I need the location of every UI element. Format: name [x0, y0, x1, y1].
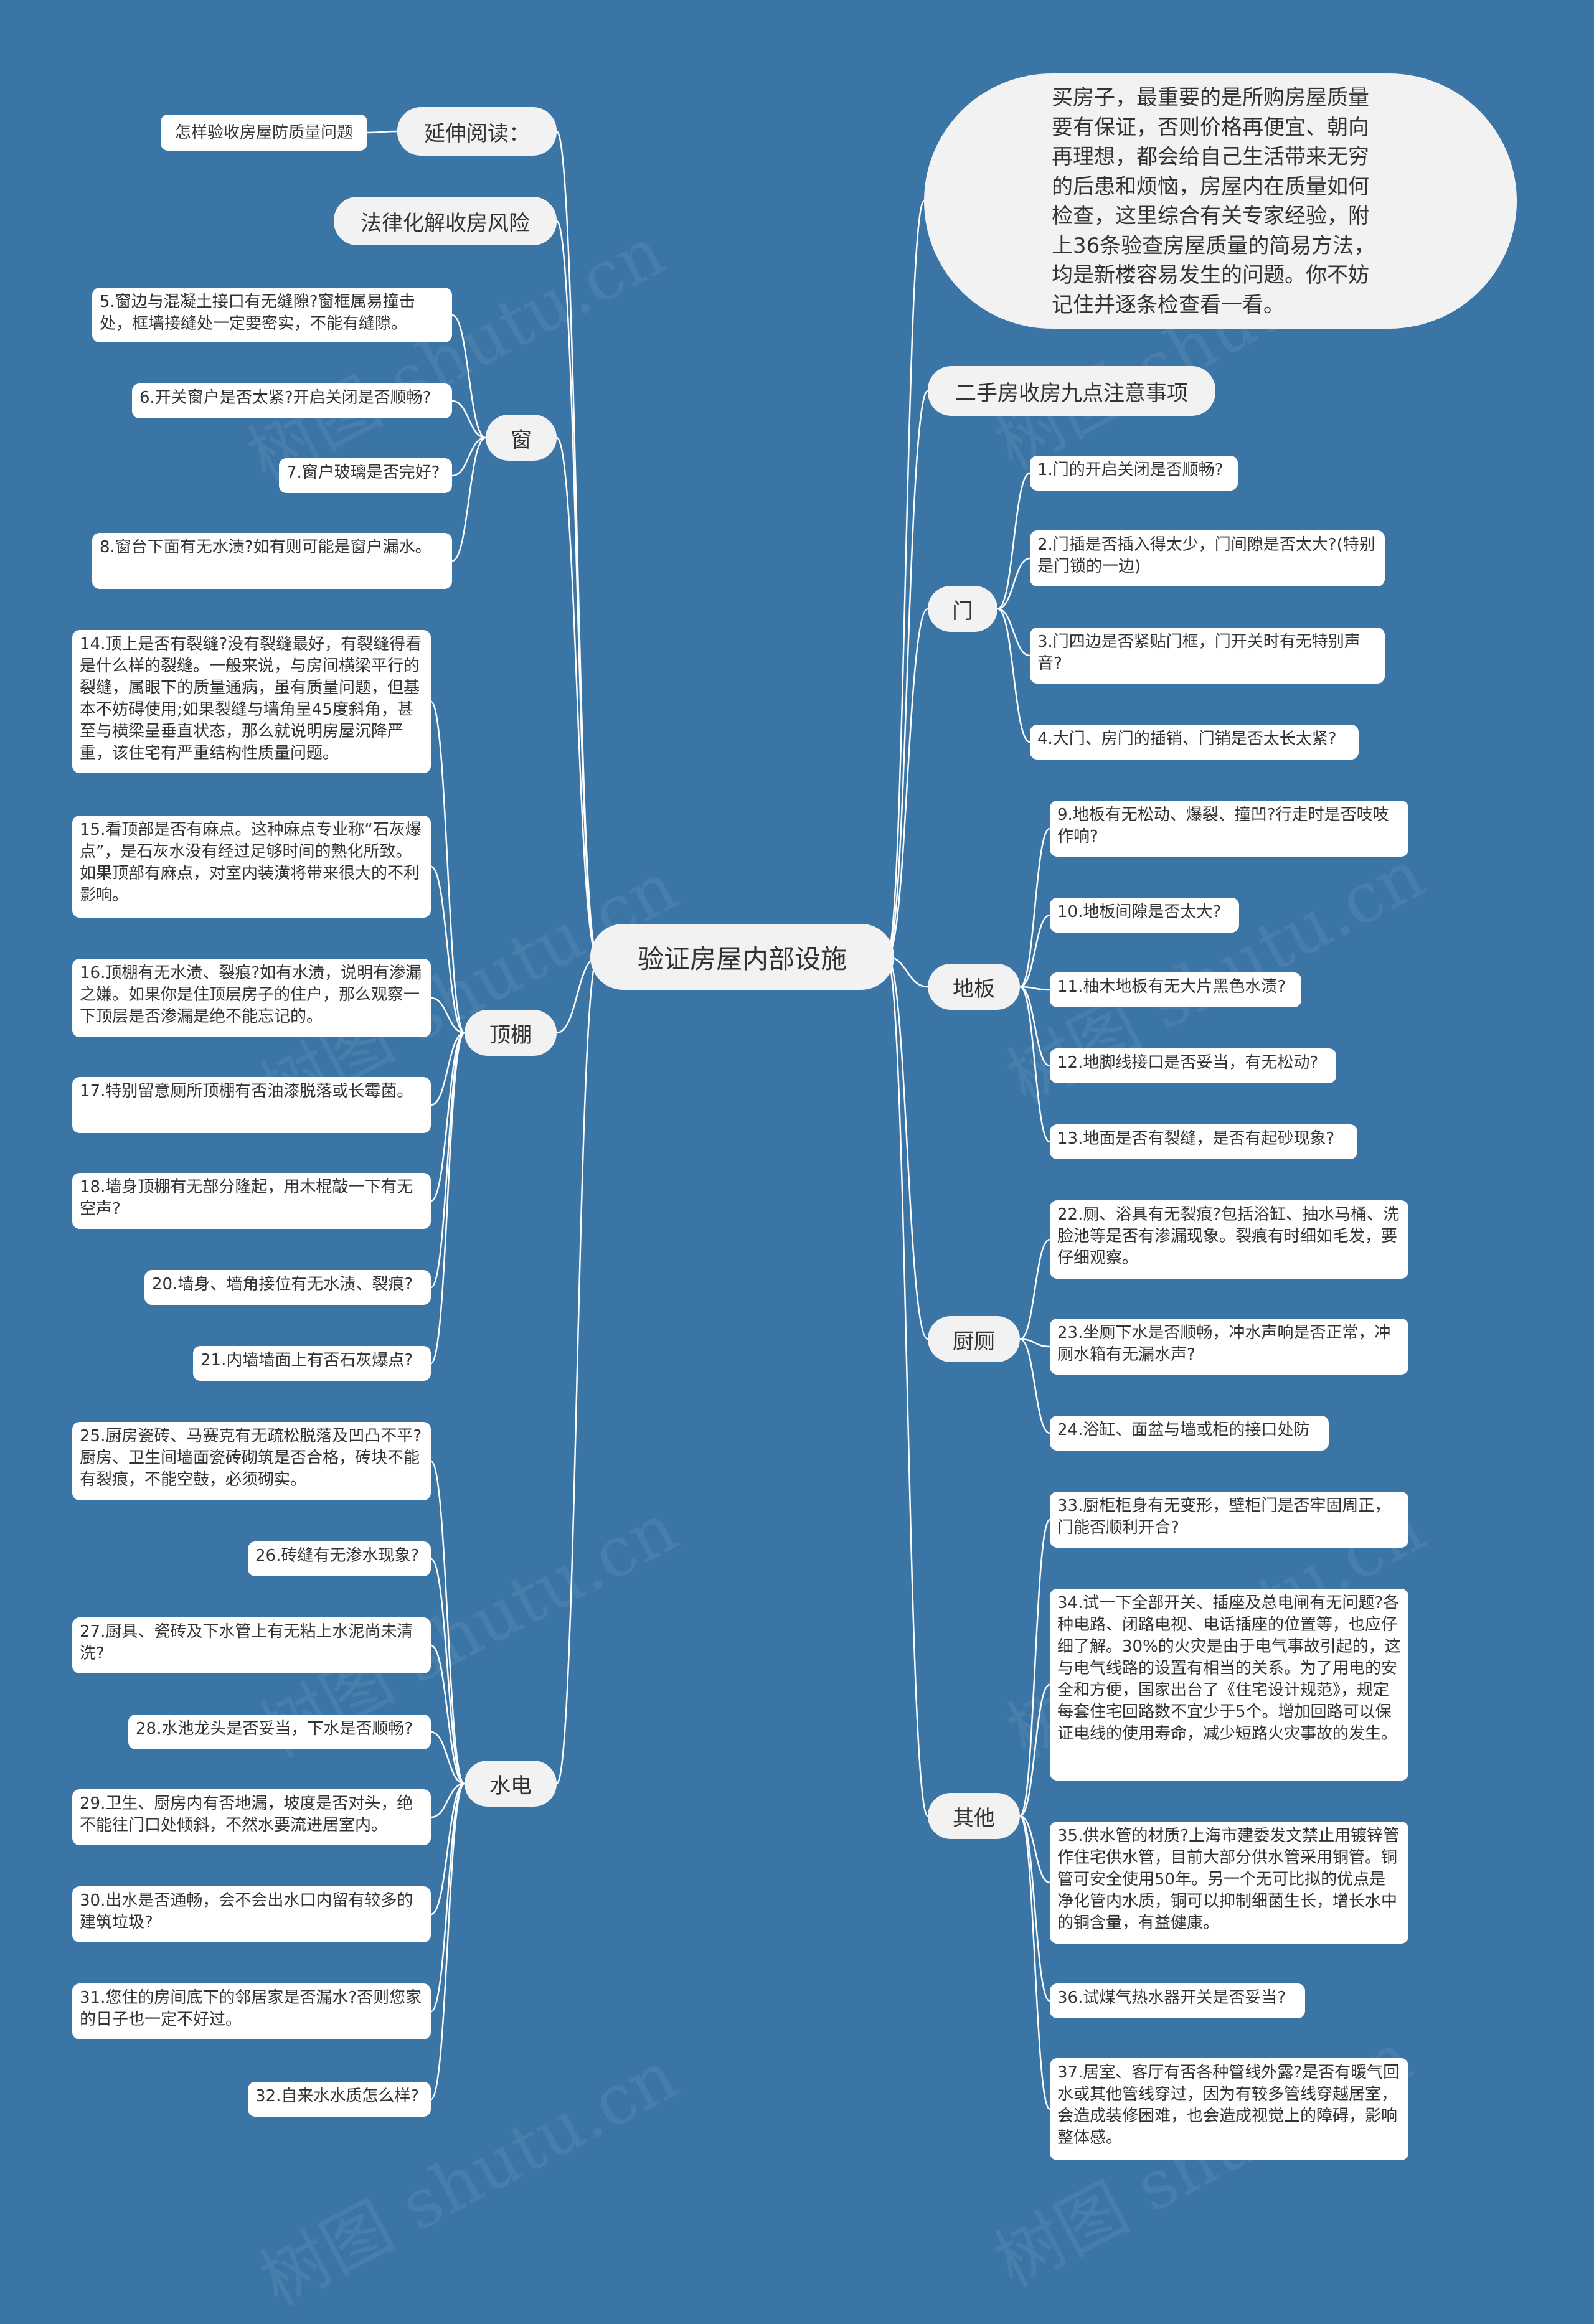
- link-water-leaf-2: [430, 1644, 465, 1785]
- window-item-5[interactable]: 5.窗边与混凝土接口有无缝隙?窗框属易撞击处，框墙接缝处一定要密实，不能有缝隙。: [92, 288, 452, 342]
- water-item-27[interactable]: 27.厨具、瓷砖及下水管上有无粘上水泥尚未清洗?: [72, 1617, 431, 1673]
- link-water-leaf-3: [430, 1731, 465, 1785]
- ceiling-item-18[interactable]: 18.墙身顶棚有无部分隆起，用木棍敲一下有无空声?: [72, 1173, 431, 1229]
- link-door-leaf-3: [997, 608, 1030, 743]
- link-extended-item: [367, 130, 398, 134]
- link-water-leaf-5: [430, 1782, 465, 1916]
- link-other-leaf-2: [1019, 1815, 1050, 1884]
- link-other-leaf-4: [1019, 1815, 1051, 2110]
- water-item-30[interactable]: 30.出水是否通畅，会不会出水口内留有较多的建筑垃圾?: [72, 1886, 431, 1942]
- link-floor-leaf-2: [1019, 986, 1050, 991]
- link-floor-leaf-0: [1019, 827, 1050, 988]
- intro-bubble[interactable]: 买房子，最重要的是所购房屋质量要有保证，否则价格再便宜、朝向再理想，都会给自己生…: [924, 73, 1517, 329]
- ceiling-item-15[interactable]: 15.看顶部是否有麻点。这种麻点专业称“石灰爆点”，是石灰水没有经过足够时间的熟…: [72, 816, 431, 918]
- link-door-leaf-0: [997, 472, 1030, 610]
- other-item-33[interactable]: 33.厨柜柜身有无变形，壁柜门是否牢固周正，门能否顺利开合?: [1050, 1492, 1408, 1548]
- ceiling-item-20[interactable]: 20.墙身、墙角接位有无水渍、裂痕?: [144, 1270, 431, 1305]
- door-item-1[interactable]: 1.门的开启关闭是否顺畅?: [1030, 456, 1238, 491]
- link-root-bath: [886, 956, 928, 1340]
- link-window-leaf-0: [451, 314, 486, 439]
- door-item-4[interactable]: 4.大门、房门的插销、门销是否太长太紧?: [1030, 725, 1359, 760]
- link-water-leaf-7: [430, 1782, 466, 2101]
- water-item-32[interactable]: 32.自来水水质怎么样?: [248, 2082, 431, 2117]
- water-item-28[interactable]: 28.水池龙头是否妥当，下水是否顺畅?: [128, 1715, 431, 1749]
- other-item-35[interactable]: 35.供水管的材质?上海市建委发文禁止用镀锌管作住宅供水管，目前大部分供水管采用…: [1050, 1822, 1408, 1944]
- bath-item-23[interactable]: 23.坐厕下水是否顺畅，冲水声响是否正常，冲厕水箱有无漏水声?: [1050, 1319, 1408, 1375]
- link-root-second-hand: [885, 390, 929, 958]
- ceiling-item-21[interactable]: 21.内墙墙面上有否石灰爆点?: [193, 1346, 431, 1381]
- water-item-31[interactable]: 31.您住的房间底下的邻居家是否漏水?否则您家的日子也一定不好过。: [72, 1983, 431, 2039]
- link-water-leaf-6: [430, 1782, 465, 2013]
- link-root-legal: [555, 220, 599, 958]
- branch-extended-reading[interactable]: 延伸阅读：: [397, 107, 557, 156]
- branch-kitchen-bath[interactable]: 厨厕: [928, 1316, 1020, 1362]
- branch-second-hand[interactable]: 二手房收房九点注意事项: [928, 366, 1215, 416]
- water-item-26[interactable]: 26.砖缝有无渗水现象?: [248, 1541, 431, 1576]
- link-floor-leaf-4: [1019, 986, 1050, 1143]
- link-other-leaf-1: [1019, 1683, 1050, 1817]
- branch-door[interactable]: 门: [928, 586, 997, 632]
- link-water-leaf-4: [430, 1782, 465, 1818]
- link-root-intro: [885, 200, 925, 958]
- link-water-leaf-0: [430, 1460, 466, 1785]
- link-water-leaf-1: [430, 1558, 465, 1785]
- bath-item-22[interactable]: 22.厕、浴具有无裂痕?包括浴缸、抽水马桶、洗脸池等是否有渗漏现象。裂痕有时细如…: [1050, 1200, 1408, 1279]
- water-item-29[interactable]: 29.卫生、厨房内有否地漏，坡度是否对头，绝不能往门口处倾斜，不然水要流进居室内…: [72, 1789, 431, 1845]
- other-item-37[interactable]: 37.居室、客厅有否各种管线外露?是否有暖气回水或其他管线穿过，因为有较多管线穿…: [1050, 2058, 1408, 2160]
- branch-window[interactable]: 窗: [486, 415, 557, 461]
- bath-item-24[interactable]: 24.浴缸、面盆与墙或柜的接口处防: [1050, 1416, 1329, 1451]
- mindmap-links: [367, 130, 1051, 2110]
- link-root-other: [885, 956, 929, 1817]
- link-window-leaf-2: [451, 436, 486, 477]
- link-window-leaf-1: [451, 400, 486, 439]
- branch-legal[interactable]: 法律化解收房风险: [334, 197, 557, 245]
- window-item-7[interactable]: 7.窗户玻璃是否完好?: [279, 458, 452, 493]
- floor-item-12[interactable]: 12.地脚线接口是否妥当，有无松动?: [1050, 1048, 1336, 1083]
- link-ceiling-leaf-1: [430, 865, 465, 1034]
- link-floor-leaf-1: [1019, 914, 1050, 988]
- water-item-25[interactable]: 25.厨房瓷砖、马赛克有无疏松脱落及凹凸不平?厨房、卫生间墙面瓷砖砌筑是否合格，…: [72, 1422, 431, 1500]
- link-ceiling-leaf-6: [430, 1032, 466, 1365]
- link-door-leaf-1: [997, 557, 1030, 610]
- door-item-3[interactable]: 3.门四边是否紧贴门框，门开关时有无特别声音?: [1030, 628, 1385, 684]
- floor-item-13[interactable]: 13.地面是否有裂缝，是否有起砂现象?: [1050, 1124, 1357, 1159]
- link-bath-leaf-2: [1019, 1338, 1050, 1434]
- root-topic[interactable]: 验证房屋内部设施: [590, 924, 894, 990]
- window-item-8[interactable]: 8.窗台下面有无水渍?如有则可能是窗户漏水。: [92, 533, 452, 589]
- link-bath-leaf-1: [1019, 1338, 1050, 1348]
- floor-item-11[interactable]: 11.柚木地板有无大片黑色水渍?: [1050, 972, 1301, 1007]
- door-item-2[interactable]: 2.门插是否插入得太少，门间隙是否太大?(特别是门锁的一边): [1030, 530, 1385, 586]
- other-item-36[interactable]: 36.试煤气热水器开关是否妥当?: [1050, 1983, 1305, 2018]
- link-ceiling-leaf-4: [430, 1032, 465, 1202]
- branch-water-electric[interactable]: 水电: [465, 1761, 557, 1807]
- floor-item-10[interactable]: 10.地板间隙是否太大?: [1050, 898, 1239, 933]
- link-ceiling-leaf-0: [430, 700, 466, 1034]
- link-window-leaf-3: [451, 436, 486, 562]
- link-bath-leaf-0: [1019, 1238, 1050, 1340]
- link-root-water: [555, 956, 599, 1785]
- floor-item-9[interactable]: 9.地板有无松动、爆裂、撞凹?行走时是否吱吱作响?: [1050, 801, 1408, 857]
- ceiling-item-16[interactable]: 16.顶棚有无水渍、裂痕?如有水渍，说明有渗漏之嫌。如果你是住顶层房子的住户，那…: [72, 959, 431, 1037]
- link-door-leaf-2: [997, 608, 1030, 657]
- link-root-ceiling: [556, 956, 598, 1034]
- other-item-34[interactable]: 34.试一下全部开关、插座及总电闸有无问题?各种电路、闭路电视、电话插座的位置等…: [1050, 1589, 1408, 1781]
- link-floor-leaf-3: [1019, 986, 1050, 1067]
- branch-other[interactable]: 其他: [928, 1793, 1020, 1839]
- link-root-extended: [555, 130, 599, 958]
- link-other-leaf-3: [1019, 1815, 1050, 2002]
- link-root-window: [555, 436, 599, 958]
- link-root-door: [886, 608, 928, 958]
- ceiling-item-17[interactable]: 17.特别留意厕所顶棚有否油漆脱落或长霉菌。: [72, 1077, 431, 1133]
- link-ceiling-leaf-2: [430, 997, 465, 1034]
- extended-reading-item[interactable]: 怎样验收房屋防质量问题: [161, 115, 367, 151]
- branch-ceiling[interactable]: 顶棚: [465, 1010, 557, 1056]
- ceiling-item-14[interactable]: 14.顶上是否有裂缝?没有裂缝最好，有裂缝得看是什么样的裂缝。一般来说，与房间横…: [72, 630, 431, 773]
- link-ceiling-leaf-3: [430, 1032, 465, 1106]
- window-item-6[interactable]: 6.开关窗户是否太紧?开启关闭是否顺畅?: [132, 383, 452, 418]
- link-other-leaf-0: [1019, 1518, 1051, 1817]
- branch-floor[interactable]: 地板: [928, 964, 1020, 1010]
